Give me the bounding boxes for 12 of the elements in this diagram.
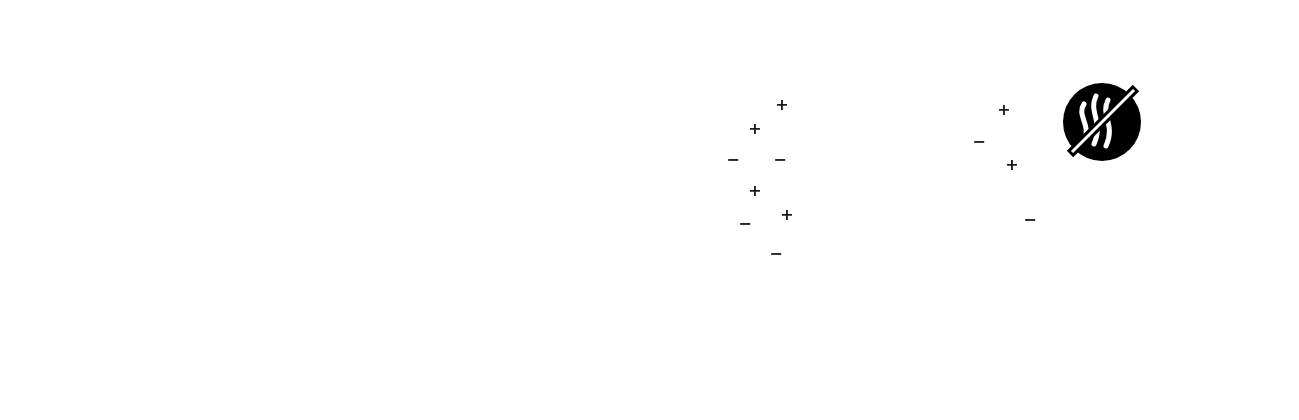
charge-sign: + <box>1005 157 1019 173</box>
charge-sign: − <box>726 152 740 168</box>
charge-sign: − <box>738 216 752 232</box>
charge-sign: − <box>972 134 986 150</box>
charge-sign: + <box>780 207 794 223</box>
charge-sign: − <box>1023 212 1037 228</box>
charge-sign: − <box>769 246 783 262</box>
charge-sign: + <box>775 97 789 113</box>
charge-sign: − <box>773 152 787 168</box>
charge-sign: + <box>997 102 1011 118</box>
charge-sign: + <box>748 121 762 137</box>
charge-sign: + <box>748 183 762 199</box>
